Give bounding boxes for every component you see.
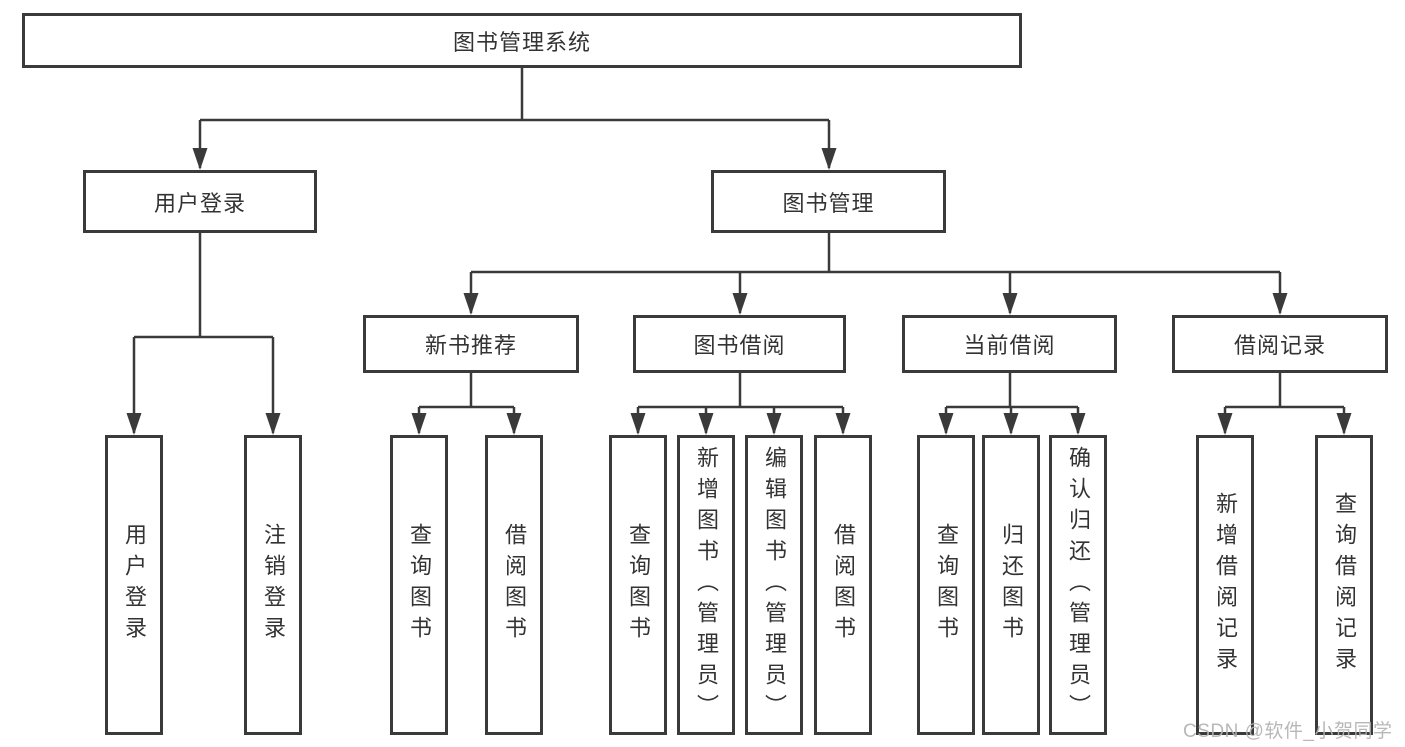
- leaf-logout: 注销登录: [244, 435, 302, 735]
- node-new-book-recommendation: 新书推荐: [363, 315, 579, 373]
- leaf-bb-query-books: 查询图书: [609, 435, 667, 735]
- node-user-login: 用户登录: [83, 170, 317, 233]
- leaf-bb-edit-books-admin: 编辑图书（管理员）: [745, 435, 803, 735]
- leaf-cb-query-books: 查询图书: [917, 435, 975, 735]
- node-library-management-system: 图书管理系统: [22, 13, 1022, 68]
- leaf-cb-confirm-return-admin: 确认归还（管理员）: [1049, 435, 1107, 735]
- leaf-bb-add-books-admin: 新增图书（管理员）: [677, 435, 735, 735]
- node-current-borrowing: 当前借阅: [902, 315, 1117, 373]
- leaf-br-query-borrow-record: 查询借阅记录: [1315, 435, 1373, 735]
- node-borrowing-records: 借阅记录: [1172, 315, 1388, 373]
- node-book-management: 图书管理: [711, 170, 946, 233]
- leaf-nbr-borrow-books: 借阅图书: [485, 435, 543, 735]
- leaf-cb-return-books: 归还图书: [982, 435, 1040, 735]
- leaf-nbr-query-books: 查询图书: [390, 435, 448, 735]
- leaf-user-login: 用户登录: [105, 435, 163, 735]
- leaf-bb-borrow-books: 借阅图书: [814, 435, 872, 735]
- csdn-watermark: CSDN @软件_小贺同学: [1183, 721, 1393, 742]
- node-book-borrowing: 图书借阅: [633, 315, 846, 373]
- leaf-br-add-borrow-record: 新增借阅记录: [1196, 435, 1254, 735]
